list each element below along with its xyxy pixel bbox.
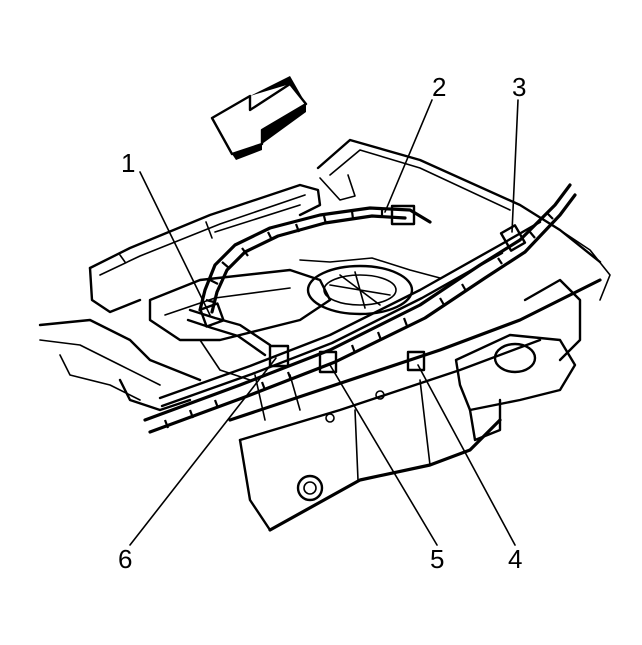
callout-labels: 1 2 3 4 5 6 (118, 72, 526, 574)
retainer-clips (199, 204, 527, 374)
clip-4 (406, 350, 426, 372)
clip-6 (268, 344, 290, 368)
callout-4: 4 (508, 544, 522, 574)
clip-1 (199, 302, 225, 328)
callout-5: 5 (430, 544, 444, 574)
callout-6: 6 (118, 544, 132, 574)
underbody-frame (38, 138, 611, 532)
callout-2: 2 (432, 72, 446, 102)
callout-leaders (129, 99, 519, 546)
fuel-line-bundle (143, 183, 577, 434)
front-direction-arrow (210, 76, 308, 160)
clip-5 (318, 350, 338, 374)
callout-1: 1 (121, 148, 135, 178)
clip-3 (499, 224, 527, 252)
callout-3: 3 (512, 72, 526, 102)
clip-2 (390, 204, 416, 226)
